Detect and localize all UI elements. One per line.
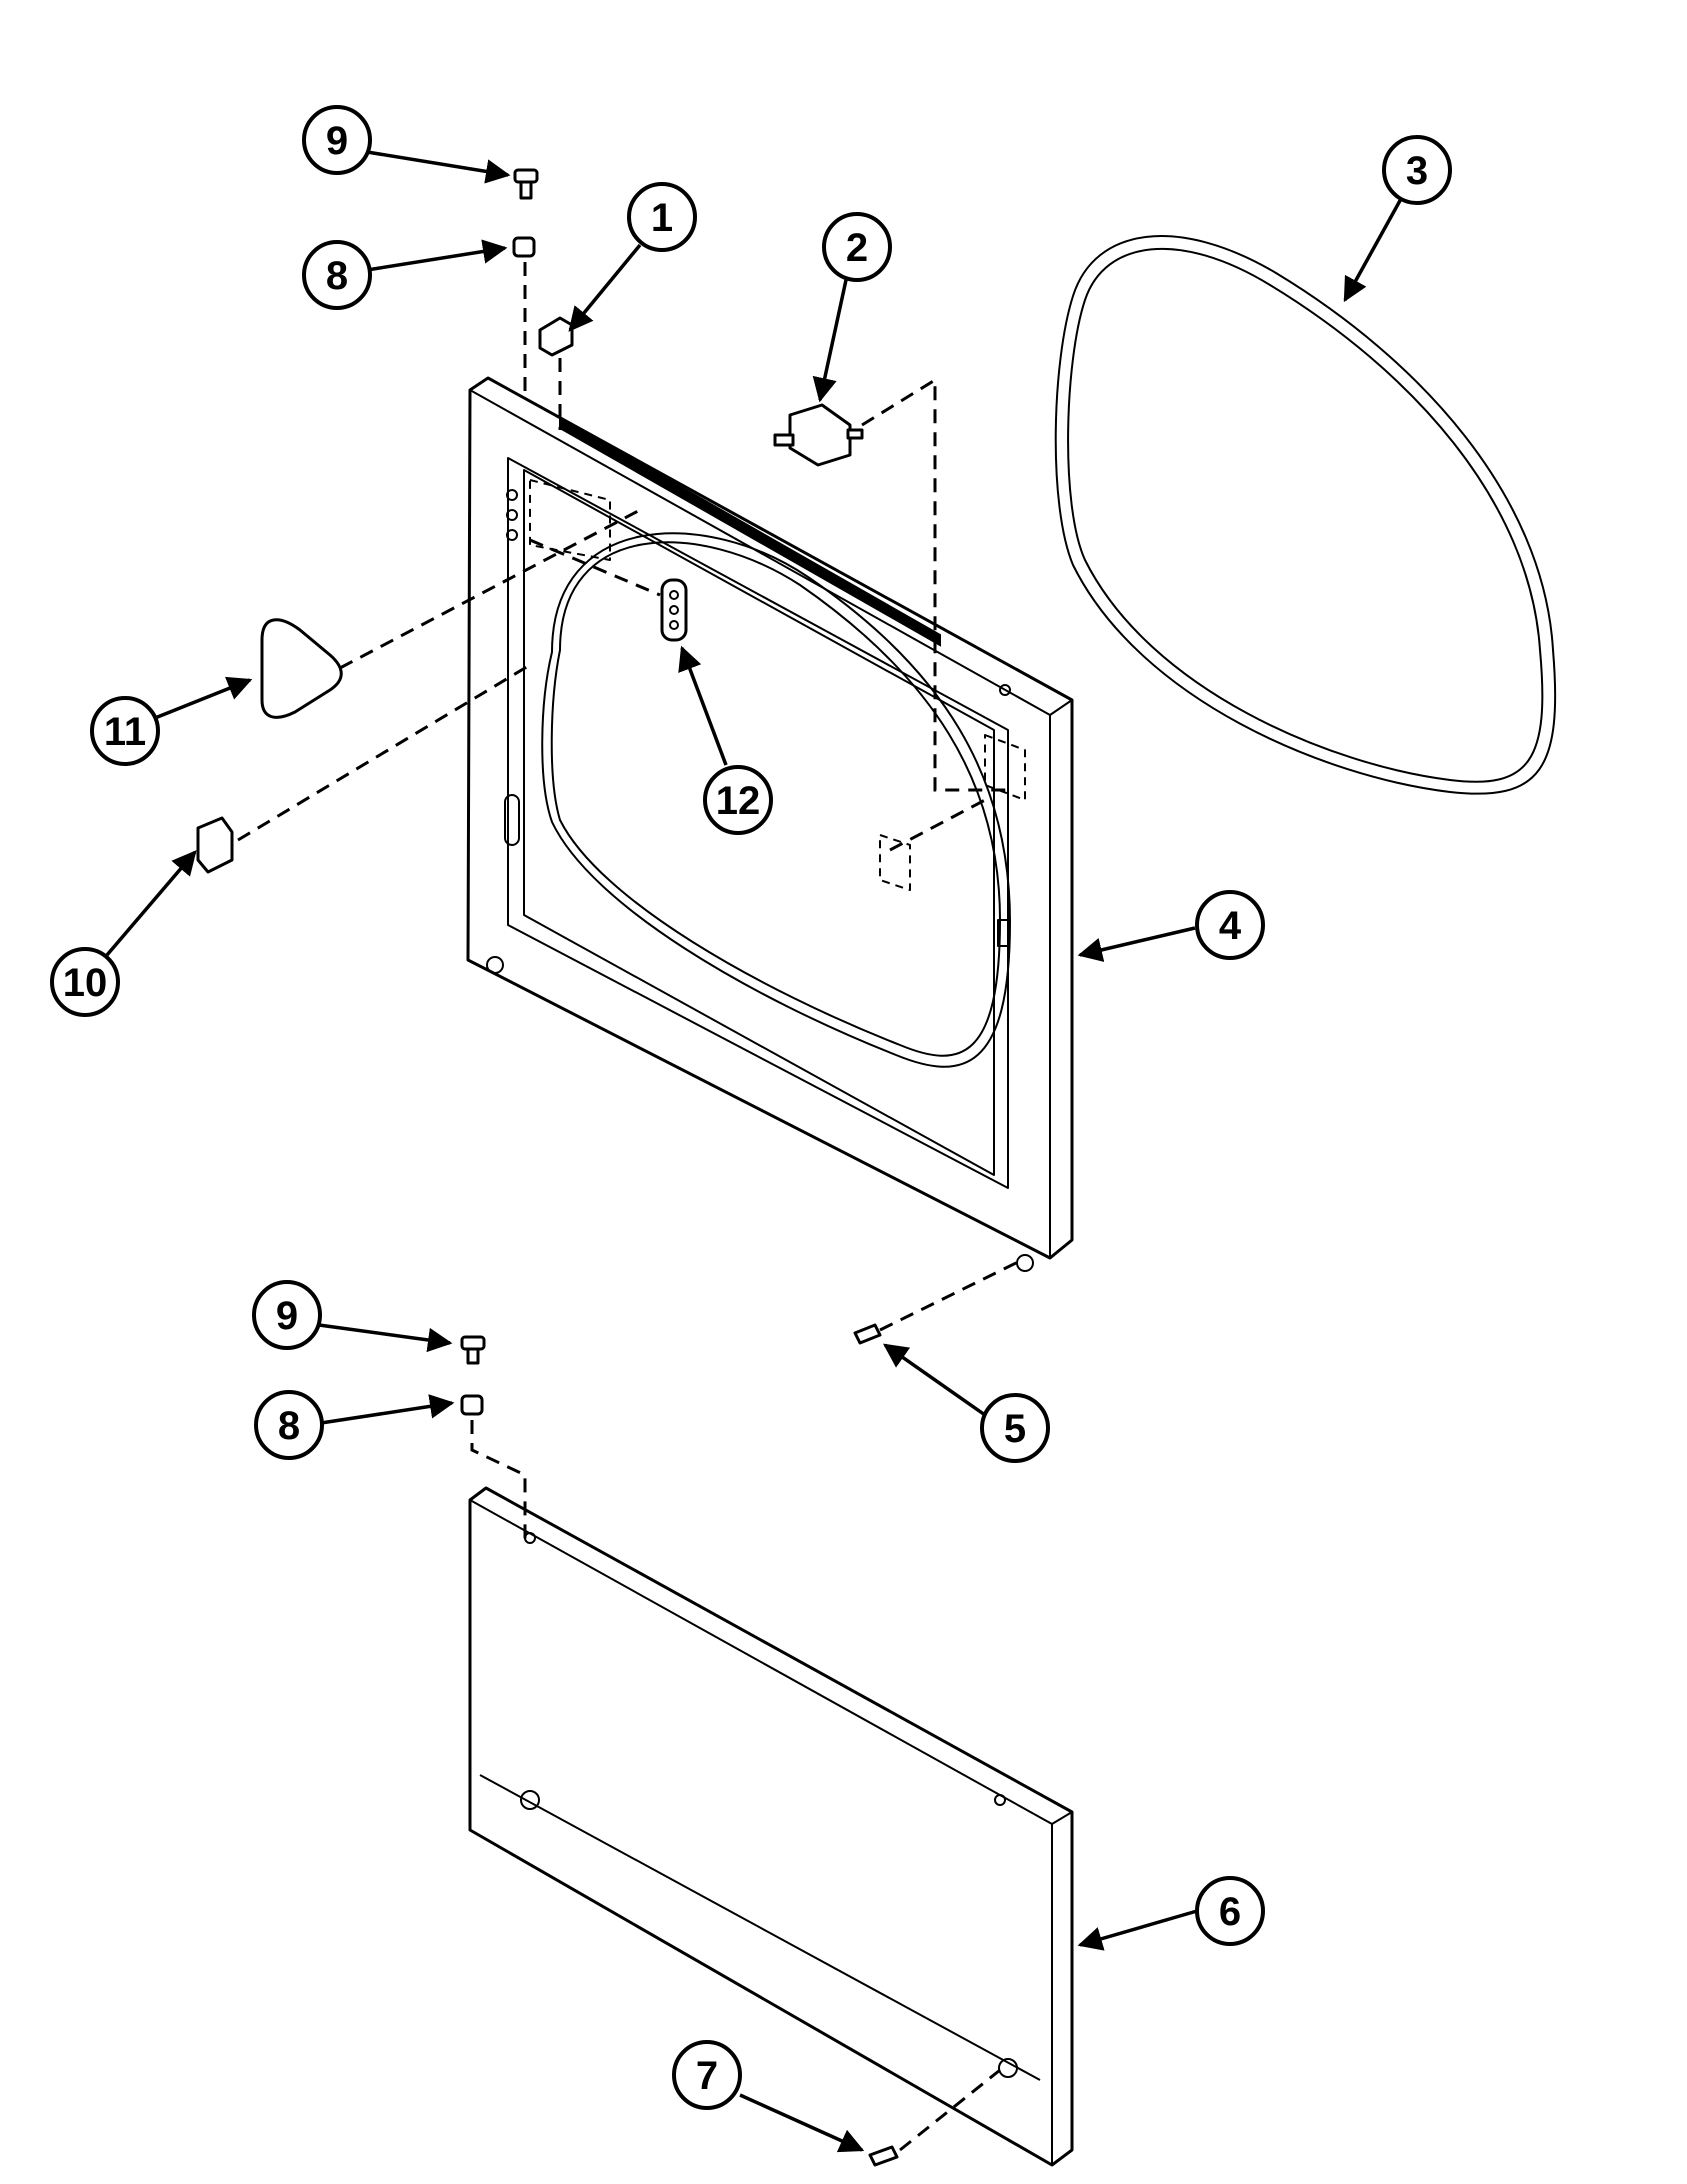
callout-12: 12 (703, 765, 773, 835)
leader-arrows (105, 150, 1404, 2153)
callout-label: 1 (651, 196, 673, 240)
screw-lower (460, 1335, 486, 1365)
callout-8-top: 8 (302, 240, 372, 310)
callout-label: 9 (276, 1294, 298, 1338)
callout-4: 4 (1195, 890, 1265, 960)
callout-label: 4 (1219, 904, 1242, 948)
spacer-lower (460, 1394, 484, 1416)
callout-label: 8 (278, 1404, 300, 1448)
door-switch (773, 403, 864, 467)
callout-label: 12 (716, 779, 761, 823)
callout-8-lower: 8 (254, 1390, 324, 1460)
triangle-badge (260, 618, 343, 719)
toe-panel (468, 1486, 1074, 2167)
callout-label: 8 (326, 254, 348, 298)
callout-11: 11 (90, 696, 160, 766)
callout-7: 7 (672, 2040, 742, 2110)
callout-label: 2 (846, 226, 868, 270)
callout-label: 9 (326, 119, 348, 163)
door-clip (538, 316, 574, 357)
screw-top (513, 168, 539, 200)
callout-2: 2 (822, 212, 892, 282)
callout-label: 7 (696, 2054, 718, 2098)
callout-6: 6 (1195, 1876, 1265, 1946)
callout-10: 10 (50, 947, 120, 1017)
door-catch (196, 816, 234, 874)
spacer-top (512, 236, 536, 258)
callout-9-lower: 9 (252, 1280, 322, 1350)
callout-1: 1 (627, 182, 697, 252)
callout-label: 10 (63, 961, 108, 1005)
door-strike (660, 578, 688, 642)
callout-5: 5 (980, 1393, 1050, 1463)
callout-9-top: 9 (302, 105, 372, 175)
front-panel (466, 376, 1074, 1272)
callout-label: 3 (1406, 149, 1428, 193)
alignment-lines (237, 262, 1019, 2152)
callout-label: 6 (1219, 1890, 1241, 1934)
screw-panel (853, 1323, 882, 1345)
callout-label: 11 (104, 710, 146, 754)
screw-toe (868, 2145, 899, 2167)
callout-label: 5 (1004, 1407, 1026, 1451)
door-gasket (1054, 235, 1557, 795)
callout-3: 3 (1382, 135, 1452, 205)
